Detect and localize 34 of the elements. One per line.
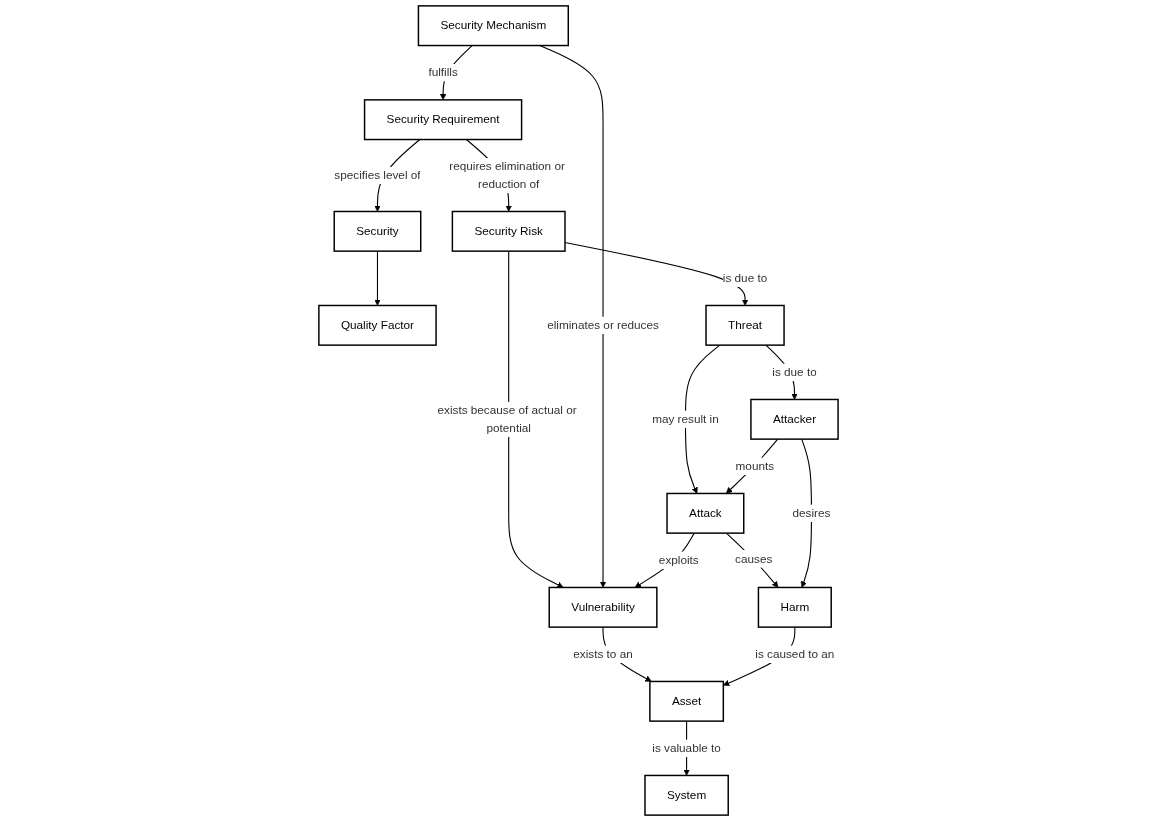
arrow <box>374 250 381 306</box>
node-box: Security Requirement <box>363 99 523 141</box>
arrow <box>800 438 813 588</box>
node-box: Vulnerability <box>548 586 658 628</box>
edge-label: exploits <box>658 553 699 567</box>
node-box: Attack <box>666 492 745 534</box>
edge-label: is due to <box>722 271 768 285</box>
node-box: System <box>644 774 729 816</box>
node-box: Attacker <box>750 398 839 440</box>
node-box: Security <box>333 210 422 252</box>
edge-label: mounts <box>735 459 775 473</box>
arrow <box>725 438 779 494</box>
edge-label: is caused to an <box>755 647 835 661</box>
edge-label: causes <box>735 552 773 565</box>
node-box: Asset <box>649 680 725 722</box>
node-box: Security Risk <box>451 210 566 252</box>
edge-label: is valuable to <box>652 741 721 755</box>
edge-label: eliminates or reduces <box>547 318 659 332</box>
edge-label: exists to an <box>573 647 633 661</box>
edge-label: fulfills <box>428 66 458 79</box>
arrow <box>539 45 607 588</box>
arrow <box>508 250 564 588</box>
node-box: Security Mechanism <box>417 5 570 47</box>
node-box: Harm <box>757 586 832 628</box>
edge-label: requires elimination or reduction of <box>449 160 565 191</box>
edge-label: is due to <box>772 365 817 379</box>
node-box: Threat <box>705 304 785 346</box>
arrow <box>684 344 721 494</box>
edge-label: exists because of actual or potential <box>437 403 577 434</box>
node-box: Quality Factor <box>318 304 437 346</box>
arrow <box>725 532 779 588</box>
edge-label: desires <box>792 506 831 520</box>
edge-label: specifies level of <box>334 168 421 182</box>
edge-label: may result in <box>652 412 719 426</box>
